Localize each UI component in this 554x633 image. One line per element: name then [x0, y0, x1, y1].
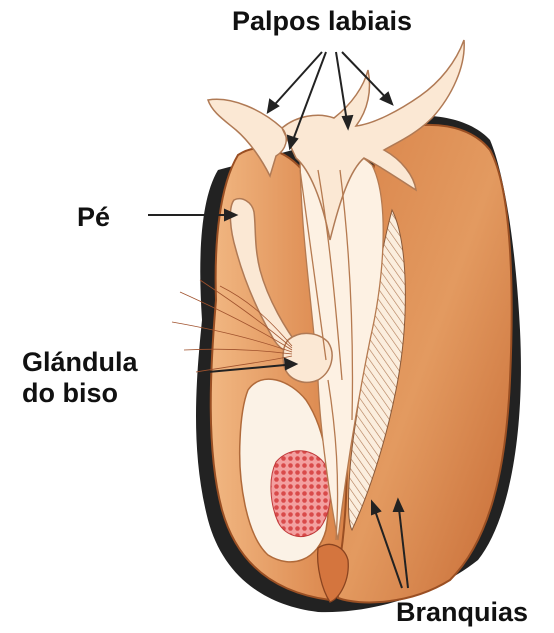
gonad: [271, 451, 331, 537]
label-glandula-line1: Glándula: [22, 347, 138, 378]
byssal-gland: [283, 333, 332, 382]
label-glandula-do-biso: Glándula do biso: [22, 347, 138, 409]
label-branquias: Branquias: [396, 597, 528, 628]
label-palpos-labiais: Palpos labiais: [232, 6, 412, 37]
label-pe: Pé: [77, 202, 110, 233]
label-glandula-line2: do biso: [22, 378, 138, 409]
